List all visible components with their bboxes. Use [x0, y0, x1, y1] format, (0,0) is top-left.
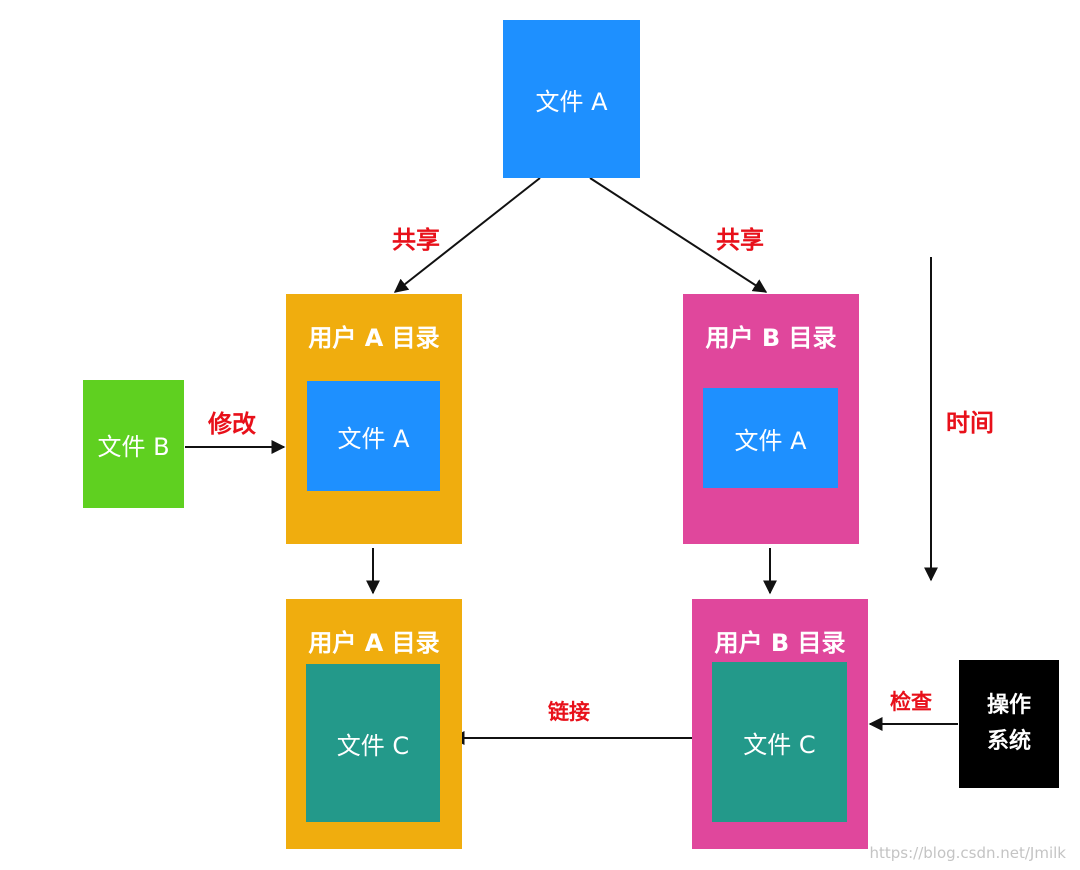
- user-a-dir-top-file-node: 文件 A: [307, 381, 440, 491]
- modify-label: 修改: [208, 410, 256, 438]
- os-label-line1: 操作: [986, 693, 1031, 718]
- file-b-label: 文件 B: [97, 432, 170, 461]
- user-b-dir-bottom-file-node: 文件 C: [712, 662, 847, 822]
- user-a-dir-bottom-title: 用户 A 目录: [308, 629, 440, 657]
- os-node: 操作 系统: [959, 660, 1059, 788]
- watermark: https://blog.csdn.net/Jmilk: [869, 844, 1066, 862]
- file-b-node: 文件 B: [83, 380, 184, 508]
- user-b-dir-bottom-file-label: 文件 C: [743, 730, 816, 759]
- file-a-top-node: 文件 A: [503, 20, 640, 178]
- user-b-dir-bottom-title: 用户 B 目录: [714, 629, 846, 657]
- user-a-dir-top-title: 用户 A 目录: [308, 324, 440, 352]
- os-label-line2: 系统: [986, 729, 1031, 754]
- share-arrow-left: [393, 177, 541, 293]
- user-b-dir-top-file-node: 文件 A: [703, 388, 838, 488]
- link-label: 链接: [548, 700, 590, 724]
- share-label-right: 共享: [716, 226, 764, 254]
- user-a-dir-top-node: 用户 A 目录 文件 A: [286, 294, 462, 544]
- user-b-dir-top-node: 用户 B 目录 文件 A: [683, 294, 859, 544]
- share-arrow-right: [589, 177, 768, 293]
- user-a-dir-bottom-file-label: 文件 C: [336, 731, 410, 760]
- user-a-dir-bottom-node: 用户 A 目录 文件 C: [286, 599, 462, 849]
- share-label-left: 共享: [392, 226, 440, 254]
- check-label: 检查: [890, 690, 932, 714]
- user-a-dir-bottom-file-node: 文件 C: [306, 664, 440, 822]
- file-a-top-label: 文件 A: [535, 87, 608, 116]
- user-b-dir-top-file-label: 文件 A: [734, 426, 807, 455]
- user-b-dir-bottom-node: 用户 B 目录 文件 C: [692, 599, 868, 849]
- user-b-dir-top-title: 用户 B 目录: [705, 324, 837, 352]
- user-a-dir-top-file-label: 文件 A: [337, 424, 410, 453]
- time-label: 时间: [946, 409, 994, 437]
